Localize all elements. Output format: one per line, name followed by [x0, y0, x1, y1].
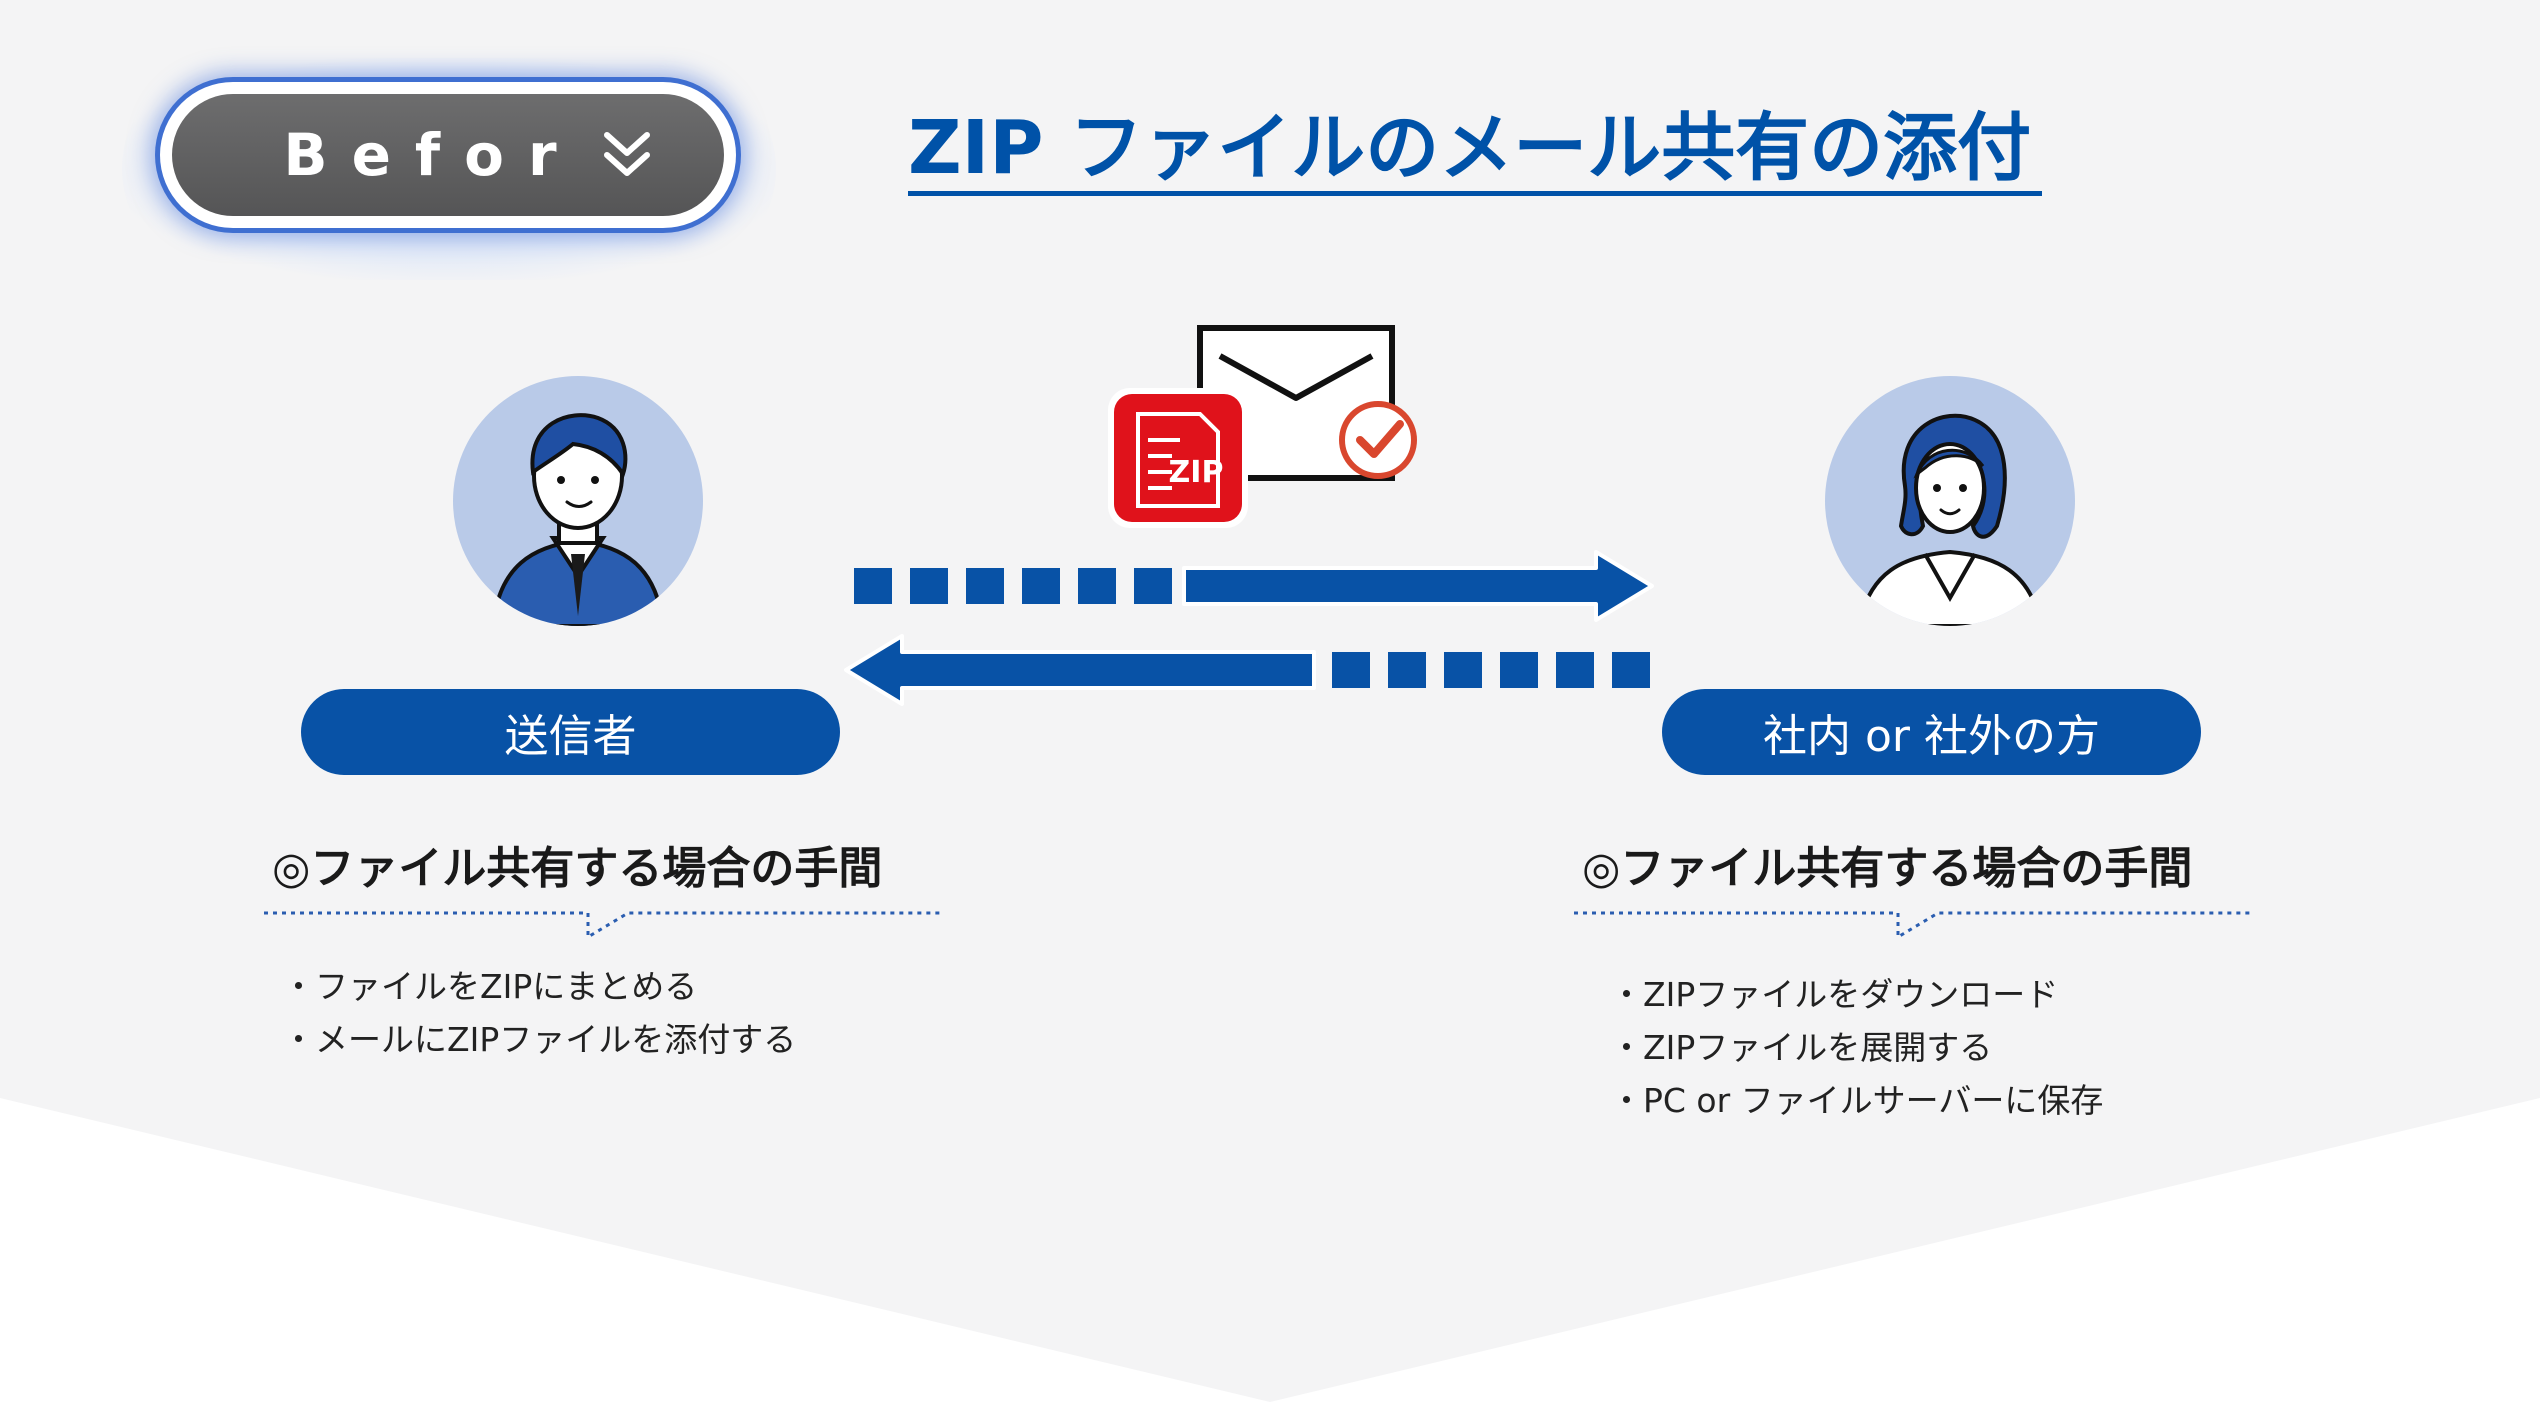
befor-badge-label: Befor	[283, 121, 581, 189]
title-underline	[908, 191, 2042, 196]
recipient-section-divider	[1574, 911, 2250, 939]
recipient-steps-list: ・ZIPファイルをダウンロード ・ZIPファイルを展開する ・PC or ファイ…	[1610, 968, 2103, 1127]
arrow-right	[854, 550, 1654, 622]
befor-badge-inner: Befor	[172, 94, 724, 216]
check-circle-icon	[1339, 401, 1417, 479]
sender-section-divider	[264, 911, 940, 939]
businessman-illustration	[490, 413, 666, 626]
exchange-arrows	[844, 550, 1654, 706]
mail-zip-illustration: ZIP	[1108, 325, 1417, 528]
arrow-left	[844, 634, 1650, 706]
double-chevron-down-icon	[603, 132, 650, 176]
recipient-section-heading: ◎ファイル共有する場合の手間	[1582, 843, 2193, 894]
list-item: ・ファイルをZIPにまとめる	[282, 967, 698, 1006]
sender-steps-list: ・ファイルをZIPにまとめる ・メールにZIPファイルを添付する	[282, 960, 796, 1066]
list-item: ・ZIPファイルを展開する	[1610, 1028, 1993, 1067]
sender-avatar	[453, 376, 703, 626]
sender-label: 送信者	[301, 689, 840, 775]
businesswoman-illustration	[1856, 413, 2044, 626]
befor-badge: Befor	[160, 82, 736, 228]
list-item: ・メールにZIPファイルを添付する	[282, 1020, 797, 1059]
page-title: ZIP ファイルのメール共有の添付	[908, 105, 2032, 191]
zip-label: ZIP	[1169, 455, 1224, 490]
recipient-avatar	[1825, 376, 2075, 626]
list-item: ・ZIPファイルをダウンロード	[1610, 975, 2059, 1014]
sender-section-heading: ◎ファイル共有する場合の手間	[272, 843, 883, 894]
zip-file-icon: ZIP	[1108, 388, 1248, 528]
recipient-label: 社内 or 社外の方	[1662, 689, 2201, 775]
list-item: ・PC or ファイルサーバーに保存	[1610, 1081, 2104, 1120]
